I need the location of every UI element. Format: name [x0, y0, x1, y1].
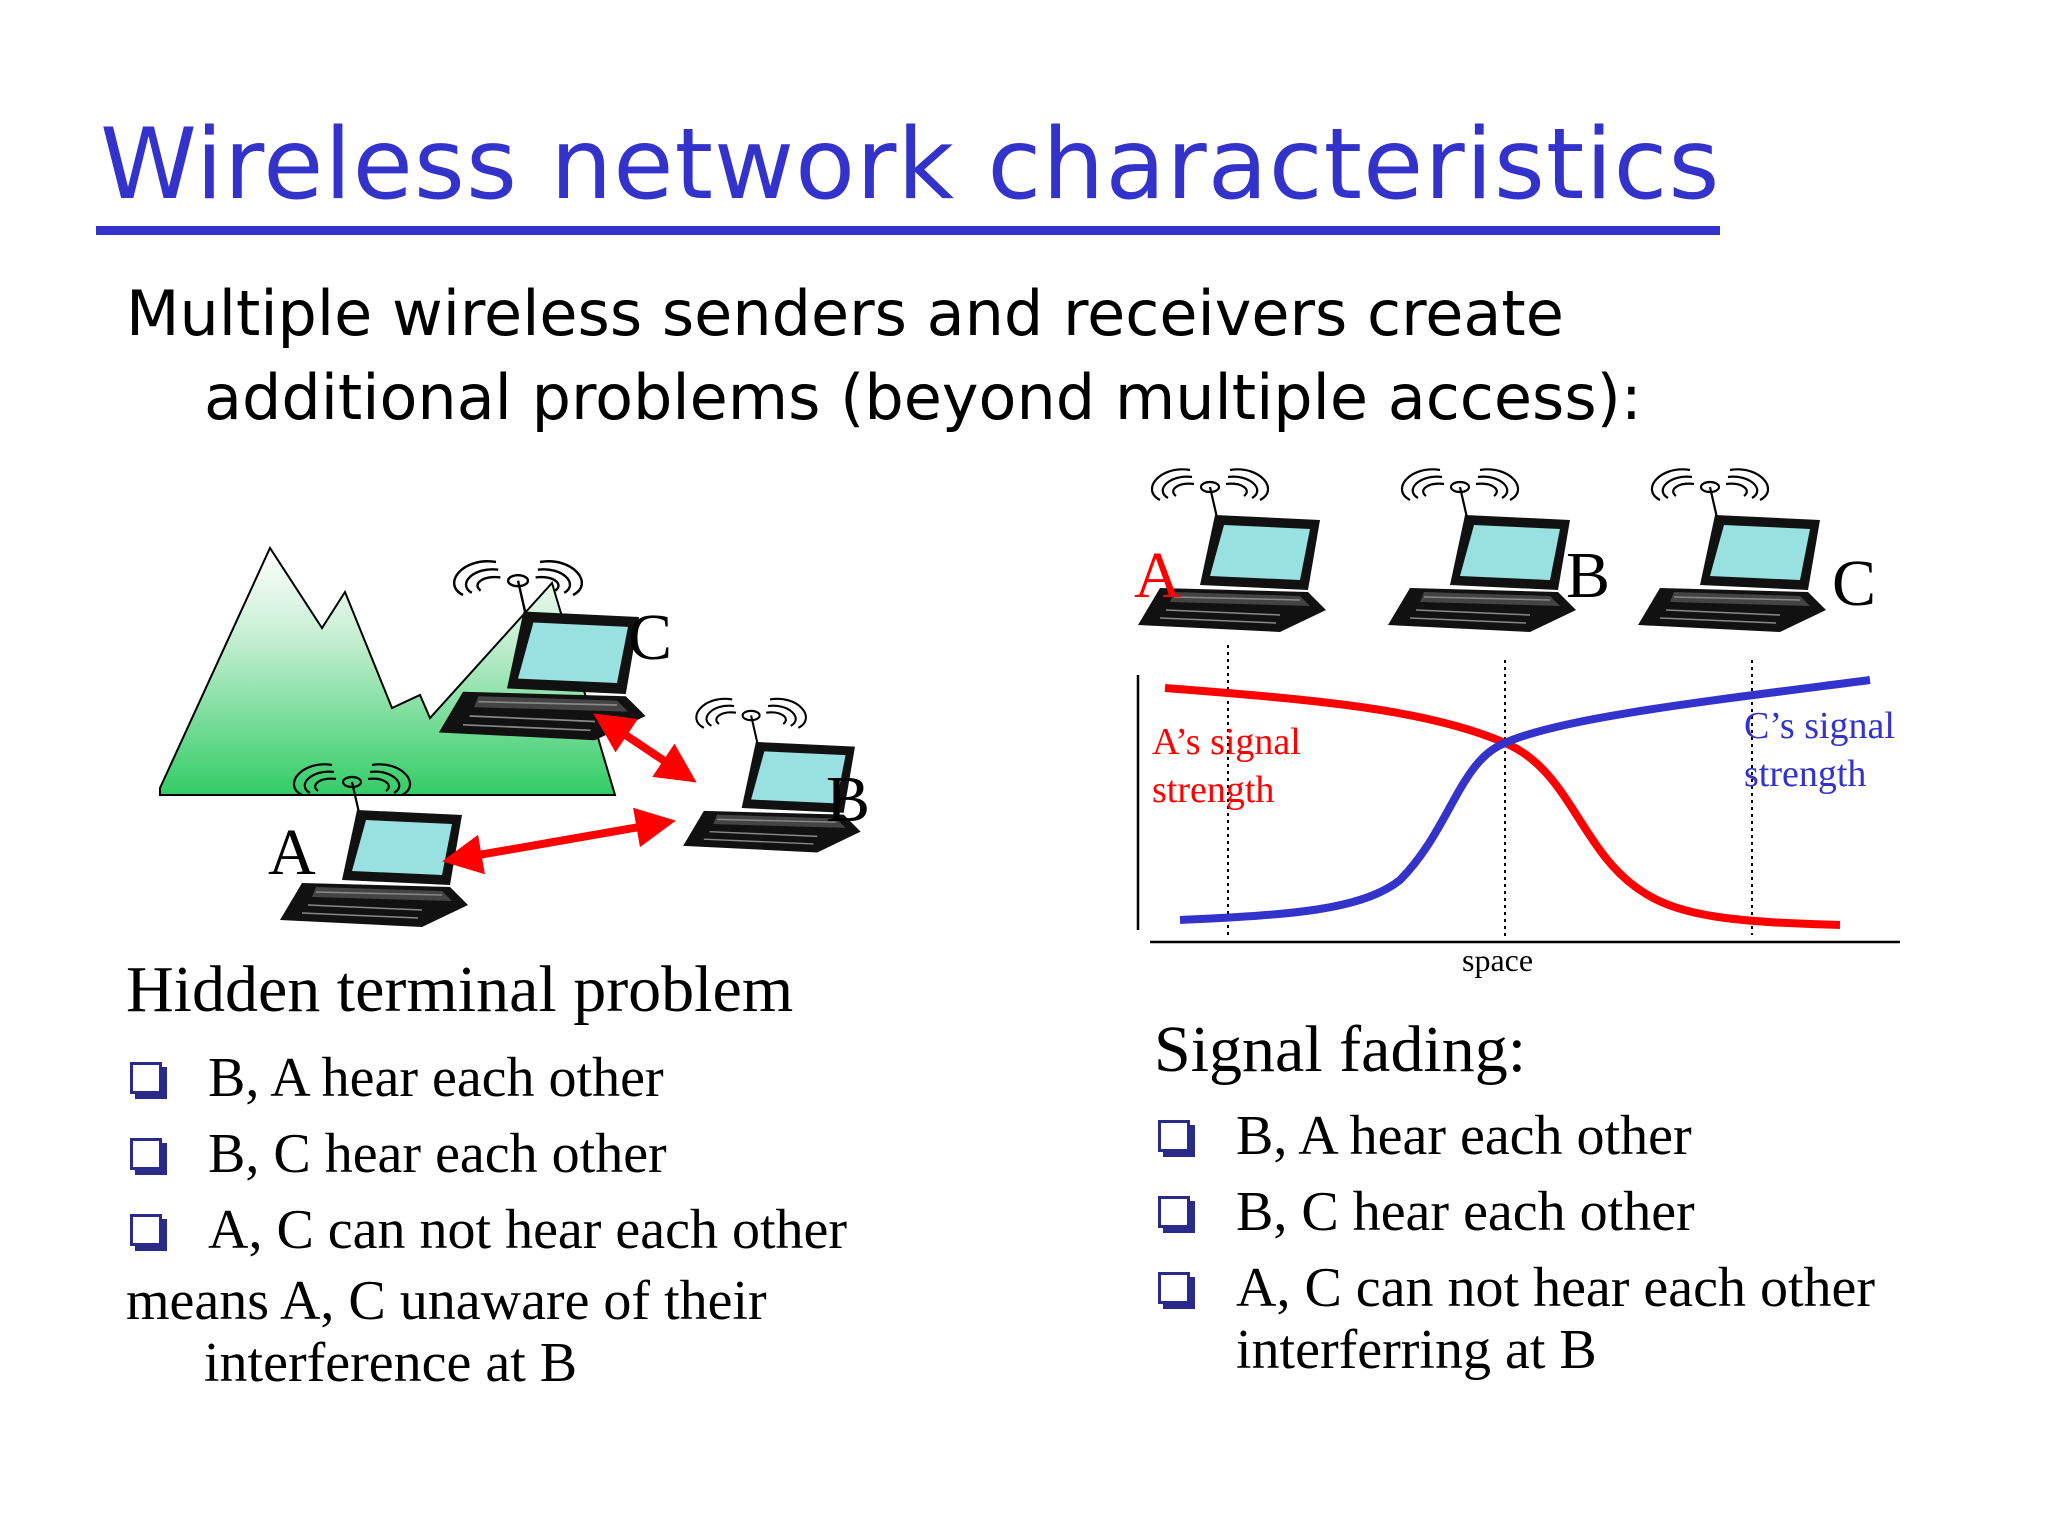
label-b: B	[1566, 539, 1611, 612]
bullet-box-icon	[130, 1062, 162, 1094]
label-a: A	[268, 816, 316, 889]
arrow-b-c	[593, 713, 697, 783]
hidden-terminal-diagram	[159, 545, 862, 929]
arrow-a-b	[442, 807, 676, 875]
note-line-1: means A, C unaware of their	[126, 1270, 767, 1332]
label-b: B	[826, 763, 871, 836]
list-item: B, A hear each other	[1158, 1098, 2018, 1174]
c-signal-label: C’s signal strength	[1744, 705, 1895, 795]
list-item: B, A hear each other	[130, 1040, 950, 1116]
c-signal-curve	[1179, 676, 1871, 924]
title-underline	[96, 226, 1720, 235]
hidden-terminal-note: means A, C unaware of their interference…	[126, 1270, 767, 1394]
label-c: C	[1832, 547, 1877, 620]
signal-fading-bullets: B, A hear each other B, C hear each othe…	[1158, 1098, 2018, 1326]
hidden-terminal-bullets: B, A hear each other B, C hear each othe…	[130, 1040, 950, 1268]
a-signal-curve	[1164, 684, 1841, 929]
bullet-box-icon	[130, 1138, 162, 1170]
intro-line-1: Multiple wireless senders and receivers …	[126, 277, 1564, 350]
bullet-box-icon	[1158, 1120, 1190, 1152]
bullet-box-icon	[1158, 1272, 1190, 1304]
intro-text: Multiple wireless senders and receivers …	[126, 272, 1726, 440]
note-line-2: interference at B	[204, 1332, 578, 1394]
a-signal-label: A’s signal strength	[1152, 721, 1301, 811]
laptop-b-icon	[1386, 468, 1578, 634]
hidden-terminal-heading: Hidden terminal problem	[126, 953, 794, 1026]
list-item: A, C can not hear each other	[1158, 1250, 2018, 1326]
bullet-box-icon	[1158, 1196, 1190, 1228]
intro-line-2: additional problems (beyond multiple acc…	[204, 361, 1642, 434]
laptop-c-icon	[1636, 468, 1828, 634]
signal-fading-heading: Signal fading:	[1154, 1013, 1527, 1086]
label-a: A	[1134, 539, 1182, 612]
slide-title: Wireless network characteristics	[100, 108, 1721, 222]
signal-fading-diagram	[1136, 468, 1900, 944]
label-c: C	[628, 601, 673, 674]
list-item: A, C can not hear each other	[130, 1192, 950, 1268]
bullet-box-icon	[130, 1214, 162, 1246]
x-axis-label: space	[1462, 942, 1534, 978]
list-item: B, C hear each other	[130, 1116, 950, 1192]
bullet-continuation: interferring at B	[1236, 1319, 1597, 1381]
list-item: B, C hear each other	[1158, 1174, 2018, 1250]
